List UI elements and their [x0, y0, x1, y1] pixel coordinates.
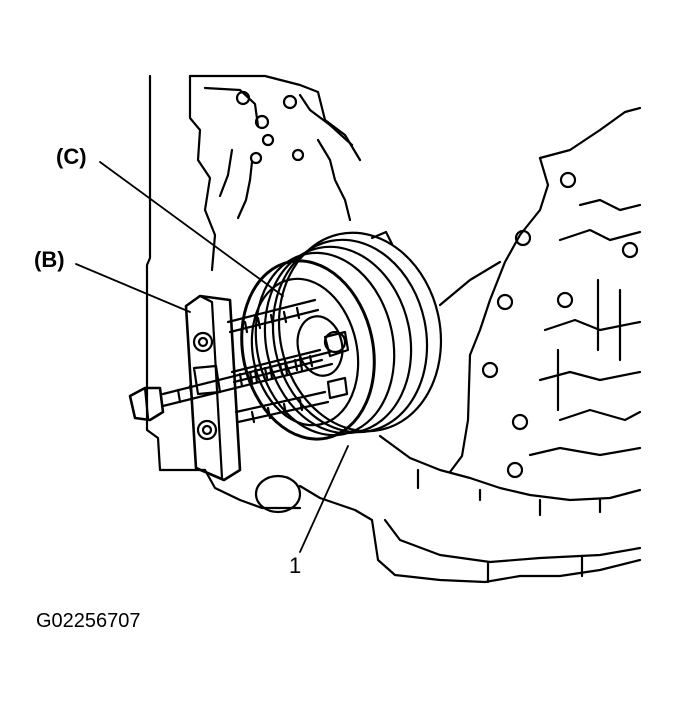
puller-bolts: [226, 298, 350, 424]
callout-1: 1: [289, 553, 302, 578]
engine-block-left: [145, 74, 362, 472]
figure-id: G02256707: [36, 610, 141, 632]
leader-b: [75, 263, 191, 313]
engine-block-right: [438, 106, 642, 479]
crankshaft-pulley: [240, 230, 443, 441]
leader-lines: [75, 161, 349, 553]
oil-pan: [203, 434, 642, 584]
center-screw: [128, 350, 334, 422]
callout-b: (B): [34, 247, 65, 272]
callout-c: (C): [56, 144, 87, 169]
leader-1: [299, 445, 349, 553]
leader-c: [99, 161, 284, 297]
